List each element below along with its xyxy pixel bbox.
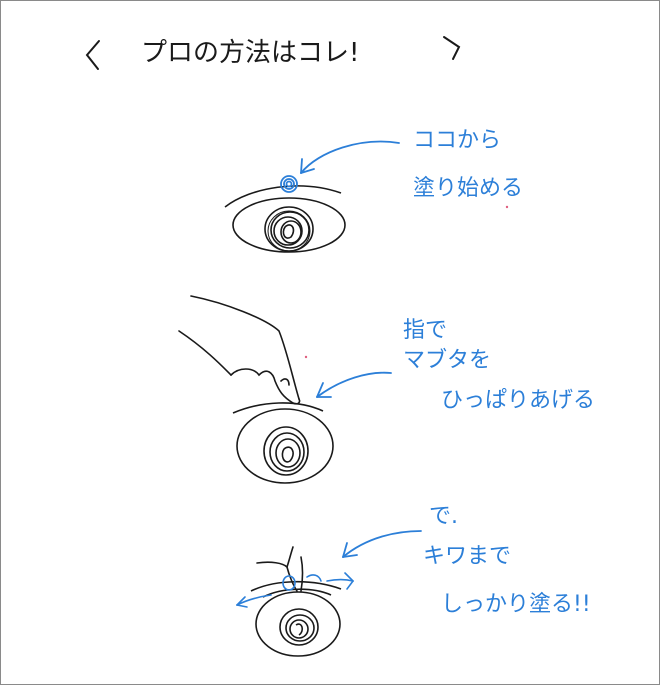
step1-note-line2: 塗り始める [413,176,523,201]
step1-note-line1: ココから [413,128,501,153]
upper-eyelid-line [224,185,342,208]
eye-outline [255,591,341,657]
step2-note: 指で マブタを ひっぱりあげる [403,318,595,413]
stray-dot [304,355,308,359]
start-point-marker [280,175,298,193]
iris [263,426,309,476]
step3-note-line2: キワまで [423,544,511,569]
eye-outline [236,408,334,484]
step3-note-line3: しっかり塗る!! [441,592,591,617]
step3-note-line1: で. [429,504,458,529]
lash-line-fill-marks [236,572,354,608]
eye-outline [232,197,346,253]
step2-note-line3: ひっぱりあげる [441,388,595,413]
title-text: プロの方法はコレ! [141,38,359,68]
step2-eye [232,402,334,484]
pupil-highlight [282,224,295,239]
finger-sketch [178,295,301,405]
step3-note: で. キワまで しっかり塗る!! [423,504,591,617]
step1-note: ココから 塗り始める [413,128,523,201]
step3-arrow [342,530,422,558]
right-arrow-icon [326,578,354,582]
step2-arrow [316,371,392,398]
stray-dot [505,205,509,209]
step1-eye [224,185,346,253]
right-chevron-icon [443,36,461,60]
iris [279,608,319,646]
left-chevron-icon [85,40,100,70]
step3-eye [250,580,342,657]
title: プロの方法はコレ! [85,36,461,70]
step2-note-line2: マブタを [403,348,491,373]
step1-arrow [300,140,400,174]
step2-note-line1: 指で [403,318,447,343]
lifted-eyelid-line [232,402,324,414]
